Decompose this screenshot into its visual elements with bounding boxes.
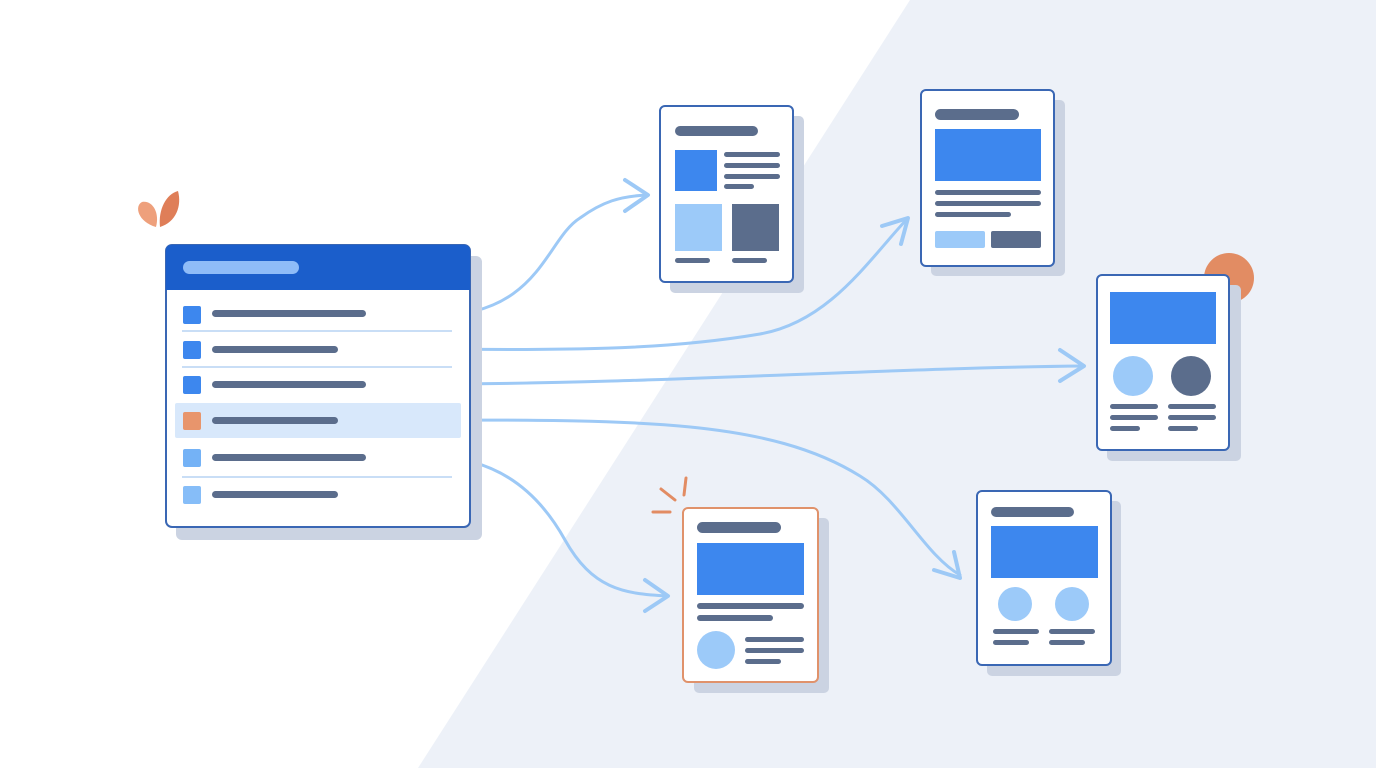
card-title-bar — [675, 126, 758, 136]
connector-row-4-to-card-4 — [430, 418, 962, 577]
card-text-line — [724, 152, 780, 157]
card-image-block — [675, 204, 722, 251]
card-2 — [920, 89, 1065, 276]
arrowhead-card-5 — [643, 578, 670, 613]
row-text-bar — [212, 310, 366, 317]
card-1 — [659, 105, 804, 293]
arrowhead-card-4 — [932, 550, 962, 580]
row-marker — [183, 449, 201, 467]
card-image-block — [732, 204, 779, 251]
card-text-line — [724, 174, 780, 179]
card-text-line — [1110, 404, 1158, 409]
card-text-line — [1168, 404, 1216, 409]
card-text-line — [993, 629, 1039, 634]
row-text-bar — [212, 417, 338, 424]
card-text-line — [935, 201, 1041, 206]
card-5 — [682, 507, 829, 693]
row-marker — [183, 376, 201, 394]
arrowhead-card-3 — [1058, 348, 1086, 383]
card-text-line — [675, 258, 710, 263]
card-text-line — [724, 184, 754, 189]
card-3 — [1096, 274, 1241, 461]
card-text-line — [1110, 415, 1158, 420]
card-text-line — [1168, 415, 1216, 420]
list-item — [183, 341, 338, 359]
card-text-line — [1110, 426, 1140, 431]
card-text-line — [745, 648, 804, 653]
card-text-line — [1049, 629, 1095, 634]
arrowhead-card-1 — [623, 178, 650, 213]
card-image-block — [935, 129, 1041, 181]
row-text-bar — [212, 454, 366, 461]
source-list-panel — [165, 244, 482, 540]
card-text-line — [935, 190, 1041, 195]
list-item-highlighted — [183, 412, 338, 430]
card-text-line — [724, 163, 780, 168]
card-image-block — [697, 543, 804, 595]
card-text-line — [732, 258, 767, 263]
card-button-block — [935, 231, 985, 248]
list-item — [183, 376, 366, 394]
card-4 — [976, 490, 1121, 676]
card-text-line — [1049, 640, 1085, 645]
card-title-bar — [991, 507, 1074, 517]
card-avatar-circle — [697, 631, 735, 669]
connector-row-2-to-card-2 — [430, 216, 910, 351]
card-text-line — [935, 212, 1011, 217]
arrowhead-card-2 — [880, 216, 910, 246]
connector-lines — [430, 193, 1086, 598]
row-text-bar — [212, 491, 338, 498]
card-image-block — [1110, 292, 1216, 344]
card-image-block — [991, 526, 1098, 578]
list-item — [183, 486, 338, 504]
row-marker — [183, 412, 201, 430]
card-text-line — [993, 640, 1029, 645]
connector-row-3-to-card-3 — [430, 364, 1086, 386]
card-text-line — [745, 637, 804, 642]
list-item — [183, 449, 366, 467]
source-panel-header — [166, 245, 470, 290]
row-marker — [183, 486, 201, 504]
card-avatar-circle — [1055, 587, 1089, 621]
card-image-block — [675, 150, 717, 191]
row-marker — [183, 341, 201, 359]
spark-icon — [651, 476, 688, 514]
card-text-line — [697, 615, 773, 621]
source-panel-title-bar — [183, 261, 299, 274]
arrowheads — [623, 178, 1086, 613]
row-text-bar — [212, 381, 366, 388]
right-background-panel — [418, 0, 1376, 768]
card-text-line — [697, 603, 804, 609]
row-marker — [183, 306, 201, 324]
card-text-line — [1168, 426, 1198, 431]
card-avatar-circle — [1113, 356, 1153, 396]
card-avatar-circle — [1171, 356, 1211, 396]
connector-row-1-to-card-1 — [430, 193, 650, 318]
connector-row-5-to-card-5 — [430, 455, 670, 598]
list-item — [183, 306, 366, 324]
card-avatar-circle — [998, 587, 1032, 621]
card-text-line — [745, 659, 781, 664]
row-text-bar — [212, 346, 338, 353]
card-button-block — [991, 231, 1041, 248]
card-title-bar — [697, 522, 781, 533]
card-title-bar — [935, 109, 1019, 120]
leaf-icon — [138, 191, 180, 227]
